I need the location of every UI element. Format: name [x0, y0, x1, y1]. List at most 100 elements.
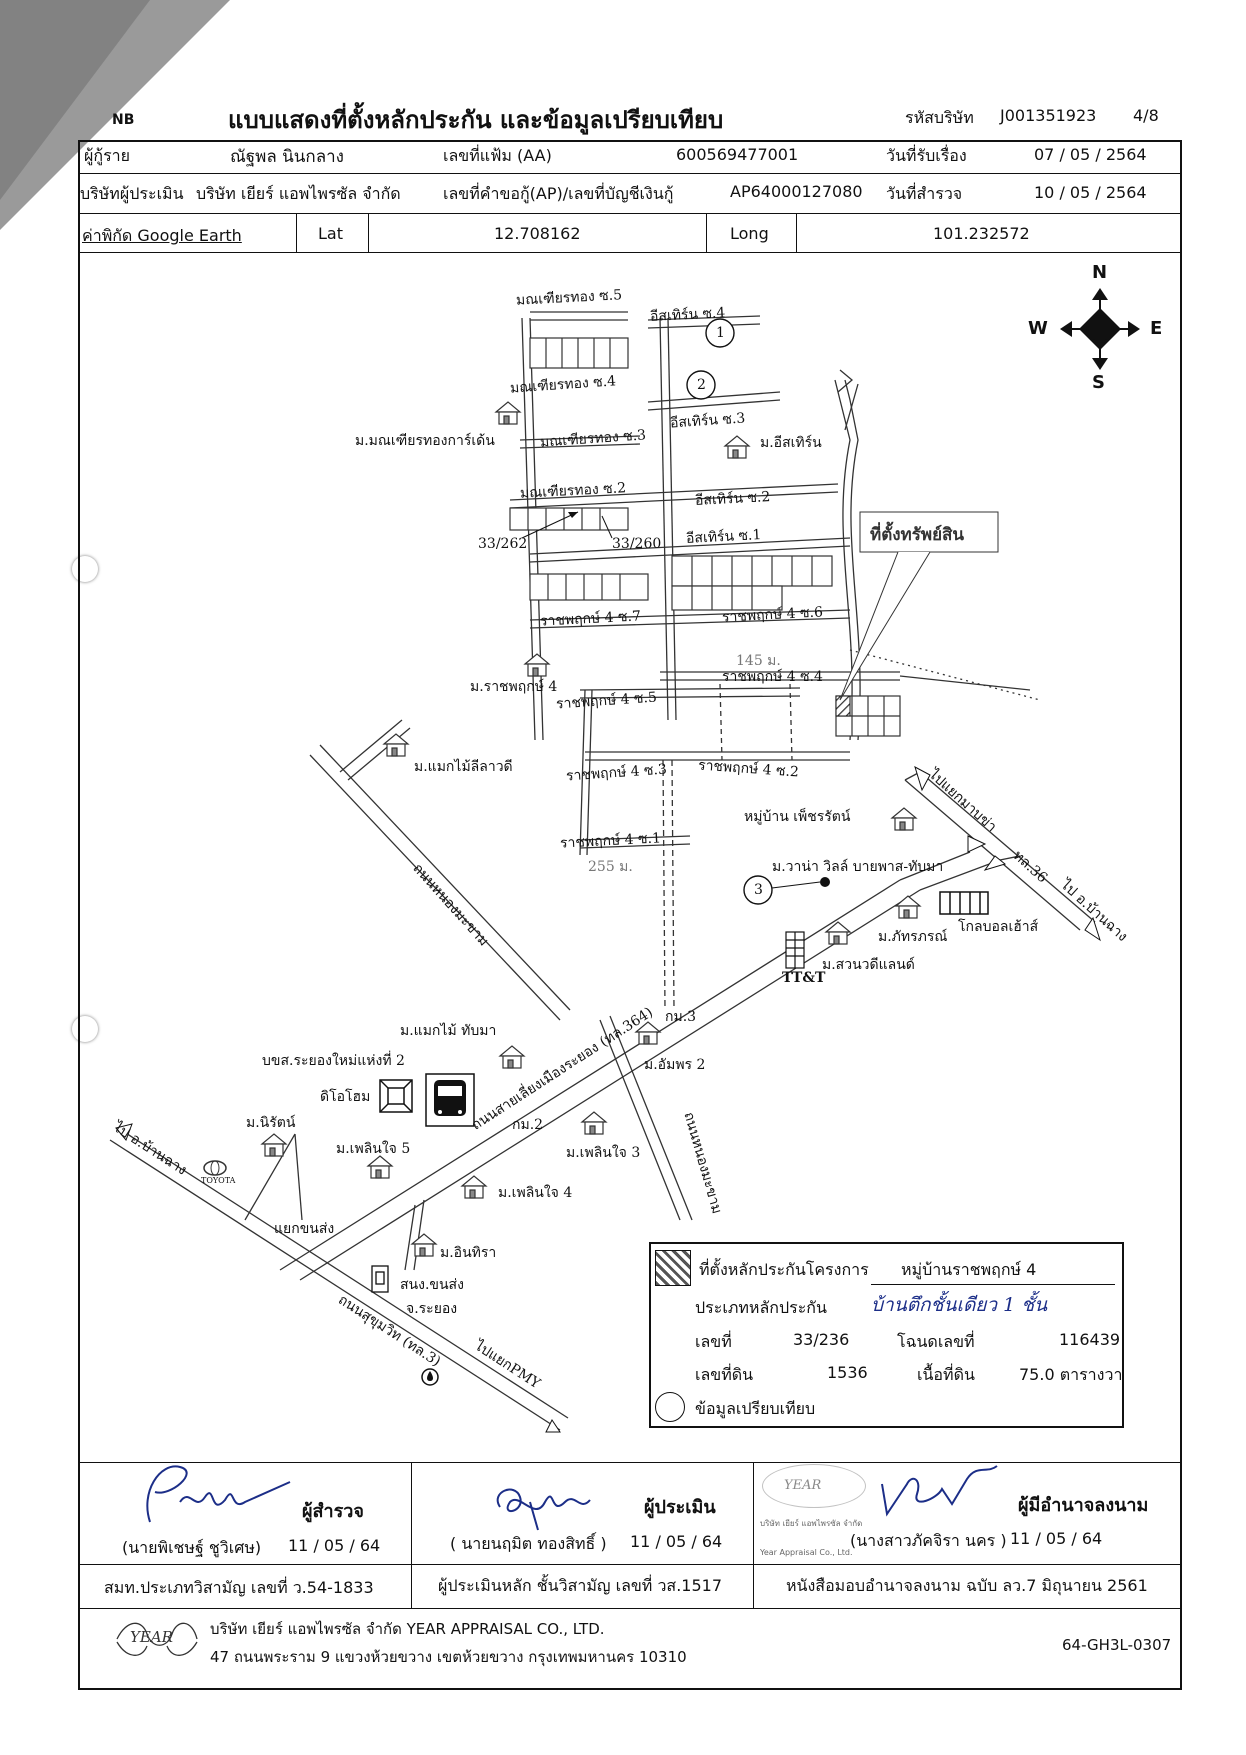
road-rp41 [579, 843, 691, 849]
legend-deed-label: โฉนดเลขที่ [897, 1332, 975, 1351]
divider [78, 1564, 1182, 1565]
coord-label: ค่าพิกัด Google Earth [82, 226, 242, 245]
road-rp41 [579, 835, 691, 841]
legend-land-no-label: เลขที่ดิน [695, 1365, 754, 1384]
surveyor-name: (นายพิเชษฐ์ ชูวิเศษ) [122, 1538, 262, 1557]
label-dist255: 255 ม. [588, 859, 633, 875]
road-bypass [279, 879, 901, 1271]
company-stamp [762, 1464, 866, 1508]
house-block [529, 573, 649, 601]
village-icon [824, 921, 852, 945]
compass-east: E [1150, 318, 1163, 339]
divider [753, 1462, 754, 1608]
toyota-logo-icon [203, 1160, 227, 1176]
label-bus-terminal: บขส.ระยองใหม่แห่งที่ 2 [262, 1053, 405, 1069]
road-36 [919, 771, 1096, 923]
corner-mark: NB [112, 112, 135, 128]
road-es3 [647, 391, 781, 403]
appraiser-name: ( นายนฤมิต ทองสิทธิ์ ) [450, 1534, 607, 1553]
file-no-label: เลขที่แฟ้ม (AA) [443, 146, 552, 165]
office-icon [371, 1265, 389, 1293]
soi-dashed [671, 759, 675, 1011]
arrow-icon [115, 1123, 133, 1141]
footer-address: 47 ถนนพระราม 9 แขวงห้วยขวาง เขตห้วยขวาง … [210, 1648, 687, 1666]
label-ploenchai3: ม.เพลินใจ 3 [566, 1145, 641, 1161]
road-small [413, 1199, 425, 1271]
road-bypass [899, 851, 971, 881]
gas-station-icon [421, 1368, 439, 1386]
surveyor-date: 11 / 05 / 64 [288, 1536, 381, 1555]
divider [296, 213, 297, 252]
stamp-text: YEAR [784, 1478, 822, 1493]
house-block [529, 337, 629, 369]
road-bypass [299, 889, 921, 1281]
marker-3-label: 3 [754, 882, 763, 898]
marker-2-label: 2 [697, 377, 706, 393]
arrow-icon [1084, 916, 1101, 942]
divider [78, 213, 1182, 214]
authorized-signature [881, 1465, 998, 1517]
arrow-icon [545, 1419, 561, 1433]
label-suanwadee: ม.สวนวดีแลนด์ [822, 957, 915, 973]
divider [411, 1462, 412, 1608]
appraiser-license: ผู้ประเมินหลัก ชั้นวิสามัญ เลขที่ วส.151… [438, 1576, 722, 1595]
label-mk-lilawadee: ม.แมกไม้ลีลาวดี [414, 759, 513, 775]
label-khonsong-junction: แยกขนส่ง [274, 1221, 335, 1237]
legend-box: ที่ตั้งหลักประกันโครงการ หมู่บ้านราชพฤกษ… [649, 1242, 1124, 1428]
file-no: 600569477001 [676, 145, 799, 164]
company-code: J001351923 [1000, 106, 1097, 125]
road-es1 [529, 537, 851, 555]
authorized-date: 11 / 05 / 64 [1010, 1529, 1103, 1548]
survey-date-label: วันที่สำรวจ [886, 184, 963, 203]
page-number: 4/8 [1133, 106, 1159, 125]
label-mk-thapma: ม.แมกไม้ ทับมา [400, 1023, 497, 1039]
road-small [404, 1204, 416, 1271]
arrow-icon [914, 765, 931, 792]
building-icon [785, 931, 805, 969]
label-km2: กม.2 [512, 1117, 544, 1133]
authorized-title: ผู้มีอำนาจลงนาม [1018, 1495, 1149, 1516]
long-label: Long [730, 224, 769, 243]
company-logo-icon [116, 1622, 198, 1656]
path-dotted [849, 649, 1041, 701]
road-rp47 [529, 609, 851, 621]
legend-area: 75.0 ตารางวา [1019, 1365, 1123, 1384]
label-es4: อีสเทิร์น ซ.4 [649, 305, 726, 325]
h262-leader [521, 511, 579, 539]
label-ploenchai5: ม.เพลินใจ 5 [336, 1141, 411, 1157]
label-km3: กม.3 [665, 1009, 697, 1025]
legend-project: หมู่บ้านราชพฤกษ์ 4 [901, 1260, 1037, 1279]
road-rp45 [579, 687, 801, 691]
authorized-name: (นางสาวภัคจิรา นคร ) [850, 1531, 1007, 1550]
road-east-soi [844, 383, 859, 431]
road-es1 [529, 545, 851, 563]
divider [706, 213, 707, 252]
h260-leader [601, 515, 613, 539]
road-sukhumvit [117, 1127, 569, 1419]
compass-south: S [1092, 372, 1105, 393]
lat-value: 12.708162 [494, 224, 581, 243]
divider [78, 173, 1182, 174]
label-dohome: ดิโอโฮม [320, 1089, 371, 1105]
label-h262: 33/262 [478, 536, 528, 552]
comparison-marker-3 [743, 875, 773, 905]
legend-deed: 116439 [1059, 1330, 1121, 1349]
village-icon [382, 733, 410, 757]
footer-company: บริษัท เยียร์ แอพไพรซัล จำกัด YEAR APPRA… [210, 1620, 605, 1638]
marker-3-leader [771, 881, 821, 889]
location-map [109, 288, 1140, 1433]
label-globe-house: โกลบอลเฮ้าส์ [958, 919, 1039, 935]
company-code-label: รหัสบริษัท [905, 108, 974, 127]
label-ploenchai4: ม.เพลินใจ 4 [498, 1185, 573, 1201]
label-intira: ม.อินทิรา [440, 1245, 497, 1261]
binder-hole [72, 1016, 98, 1042]
store-icon [939, 891, 989, 915]
road-nonghom [319, 744, 571, 1011]
label-nirat: ม.นิรัตน์ [246, 1115, 296, 1131]
surveyor-license: สมท.ประเภทวิสามัญ เลขที่ ว.54-1833 [104, 1578, 374, 1597]
surveyor-title: ผู้สำรวจ [302, 1501, 364, 1522]
authorized-doc: หนังสือมอบอำนาจลงนาม ฉบับ ลว.7 มิถุนายน … [786, 1576, 1148, 1595]
road-east-soi [844, 379, 861, 741]
loan-no: AP64000127080 [730, 182, 863, 201]
received-date-label: วันที่รับเรื่อง [886, 146, 967, 165]
